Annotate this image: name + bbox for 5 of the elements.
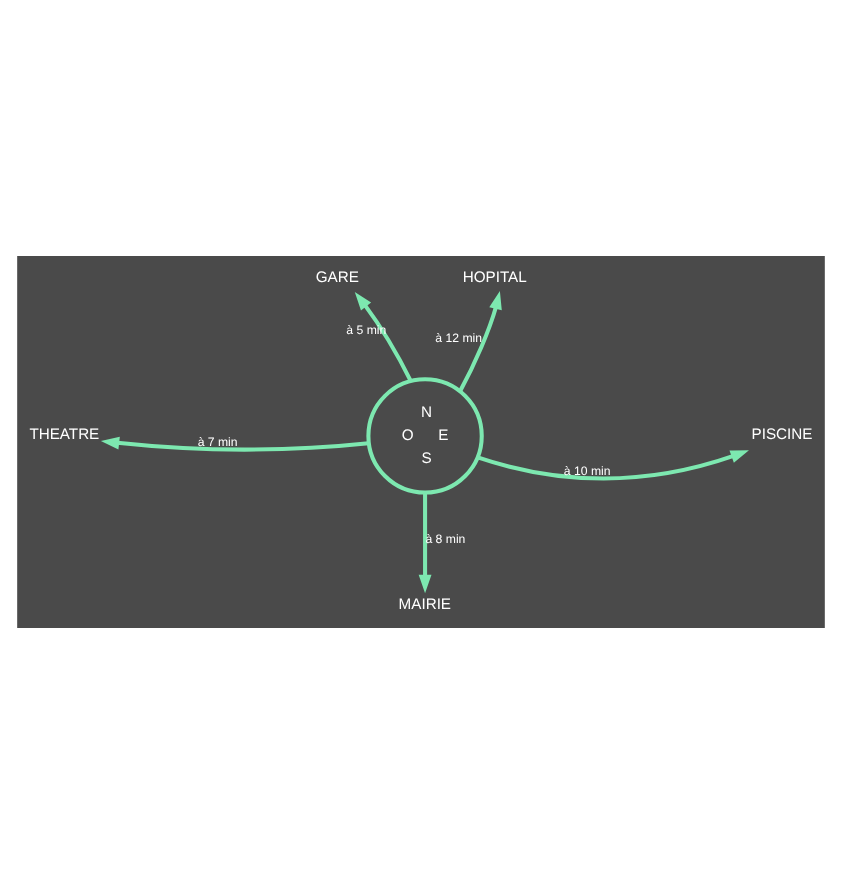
arrow	[458, 289, 502, 391]
arrow	[418, 491, 432, 593]
arrow	[100, 435, 369, 451]
arrow	[477, 449, 749, 480]
arrow	[354, 291, 413, 381]
